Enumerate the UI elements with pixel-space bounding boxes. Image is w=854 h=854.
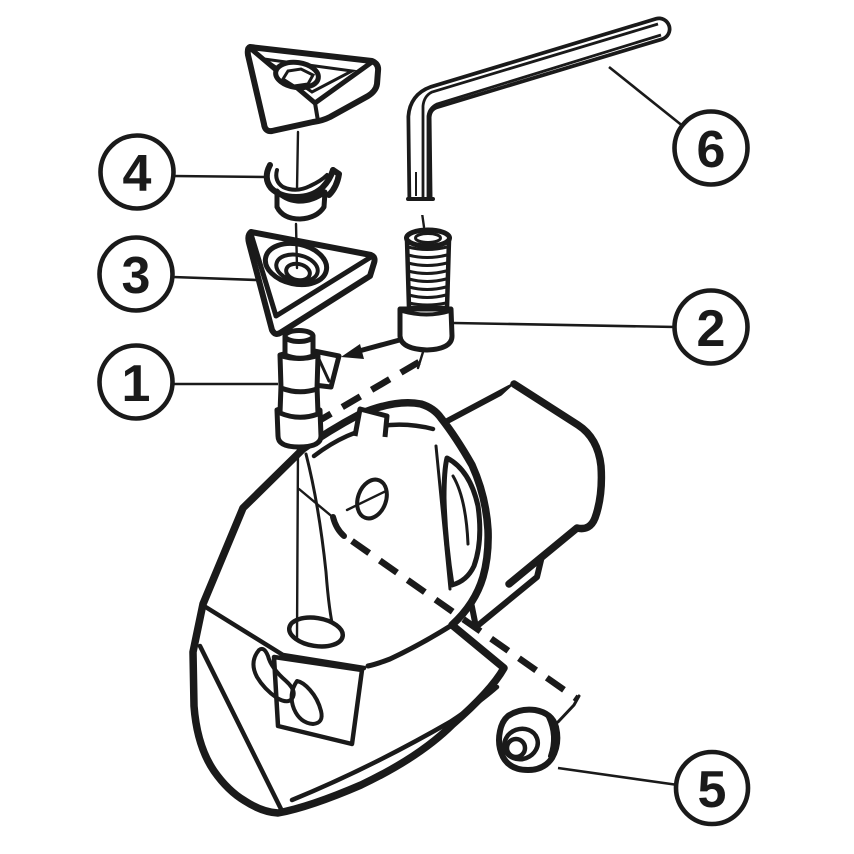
screw-centerline-bottom bbox=[416, 350, 425, 370]
screw-head bbox=[397, 306, 455, 353]
leader-5 bbox=[557, 766, 679, 787]
slot-inner-arc bbox=[451, 474, 470, 546]
flange-bottom-edge bbox=[365, 622, 455, 669]
callout-5-number: 5 bbox=[698, 761, 727, 819]
clip-saddle-horn bbox=[326, 167, 342, 198]
underside-inner-line bbox=[289, 684, 500, 803]
shim-hole-bore bbox=[284, 261, 312, 283]
lever-top-face bbox=[282, 328, 316, 344]
plug-axis-elbow bbox=[556, 694, 581, 724]
insert-pocket bbox=[271, 654, 365, 747]
plug-axis-hook bbox=[330, 514, 347, 539]
hex-key-facet-1 bbox=[421, 22, 659, 197]
clip-saddle-outer bbox=[263, 162, 336, 200]
callout-3-number: 3 bbox=[122, 247, 151, 305]
shim-seat bbox=[245, 229, 378, 337]
callout-4-circle bbox=[98, 133, 176, 211]
callout-3: 3 bbox=[97, 235, 175, 313]
callout-3-circle bbox=[97, 235, 175, 313]
tool-body bbox=[189, 380, 606, 817]
plug-axis-dashed bbox=[350, 538, 579, 702]
callout-1-number: 1 bbox=[122, 355, 151, 413]
plug bbox=[496, 706, 561, 773]
face-fold-line bbox=[304, 452, 336, 634]
clamp-screw-hole bbox=[286, 615, 346, 649]
plug-side-band bbox=[546, 715, 555, 758]
body-cylinder-outline bbox=[505, 380, 606, 588]
callout-4: 4 bbox=[98, 133, 176, 211]
clip-cup bbox=[274, 188, 328, 222]
callout-4-number: 4 bbox=[123, 145, 152, 203]
clamp-screw bbox=[397, 204, 455, 370]
callout-6: 6 bbox=[672, 109, 750, 187]
callout-1: 1 bbox=[97, 343, 175, 421]
callout-2-circle bbox=[672, 288, 750, 366]
callout-2-number: 2 bbox=[697, 300, 726, 358]
pocket-keyhole-2 bbox=[289, 679, 324, 726]
plug-axis-path bbox=[297, 487, 581, 724]
plug-axis-thin bbox=[297, 487, 337, 521]
callout-6-circle bbox=[672, 109, 750, 187]
axis-centerline-lower bbox=[295, 444, 300, 640]
hex-key-facet-2 bbox=[426, 33, 662, 197]
callout-6-number: 6 bbox=[697, 121, 726, 179]
callout-2: 2 bbox=[672, 288, 750, 366]
insert-side-edge bbox=[313, 101, 320, 123]
seat-tab bbox=[352, 406, 390, 438]
leader-3 bbox=[172, 275, 258, 282]
insert-arrow-head bbox=[341, 344, 364, 359]
axis-centerline-shim bbox=[294, 222, 299, 270]
callout-5: 5 bbox=[673, 749, 751, 827]
leader-2 bbox=[453, 321, 677, 329]
clamp-lever bbox=[274, 328, 342, 450]
flange-side-hole bbox=[355, 477, 389, 521]
shim-top-face bbox=[248, 231, 374, 319]
chamfer-line bbox=[197, 643, 284, 812]
callout-1-circle bbox=[97, 343, 175, 421]
shim-pin-clip bbox=[263, 162, 342, 222]
hex-key-outline bbox=[406, 16, 672, 212]
insert-hole-bore bbox=[280, 67, 316, 88]
plug-bore bbox=[504, 736, 528, 760]
leader-4 bbox=[172, 174, 267, 179]
hex-key bbox=[404, 16, 672, 215]
screw-head-shoulder bbox=[400, 309, 452, 317]
screw-socket bbox=[414, 232, 442, 244]
body-cylinder-fill2 bbox=[486, 384, 602, 584]
cutting-insert bbox=[244, 44, 382, 135]
screw-threads bbox=[406, 245, 449, 307]
leader-6 bbox=[608, 65, 685, 129]
axis-centerline-top bbox=[295, 130, 300, 191]
hex-key-end-mask bbox=[404, 199, 438, 215]
coupling-window-slot bbox=[441, 455, 483, 588]
callouts: 4 3 1 6 2 5 bbox=[97, 65, 751, 827]
callout-5-circle bbox=[673, 749, 751, 827]
flange-hole-axis-tick bbox=[345, 489, 388, 512]
screw-axis-dashed bbox=[308, 359, 421, 429]
pocket-top-edge bbox=[201, 603, 367, 671]
